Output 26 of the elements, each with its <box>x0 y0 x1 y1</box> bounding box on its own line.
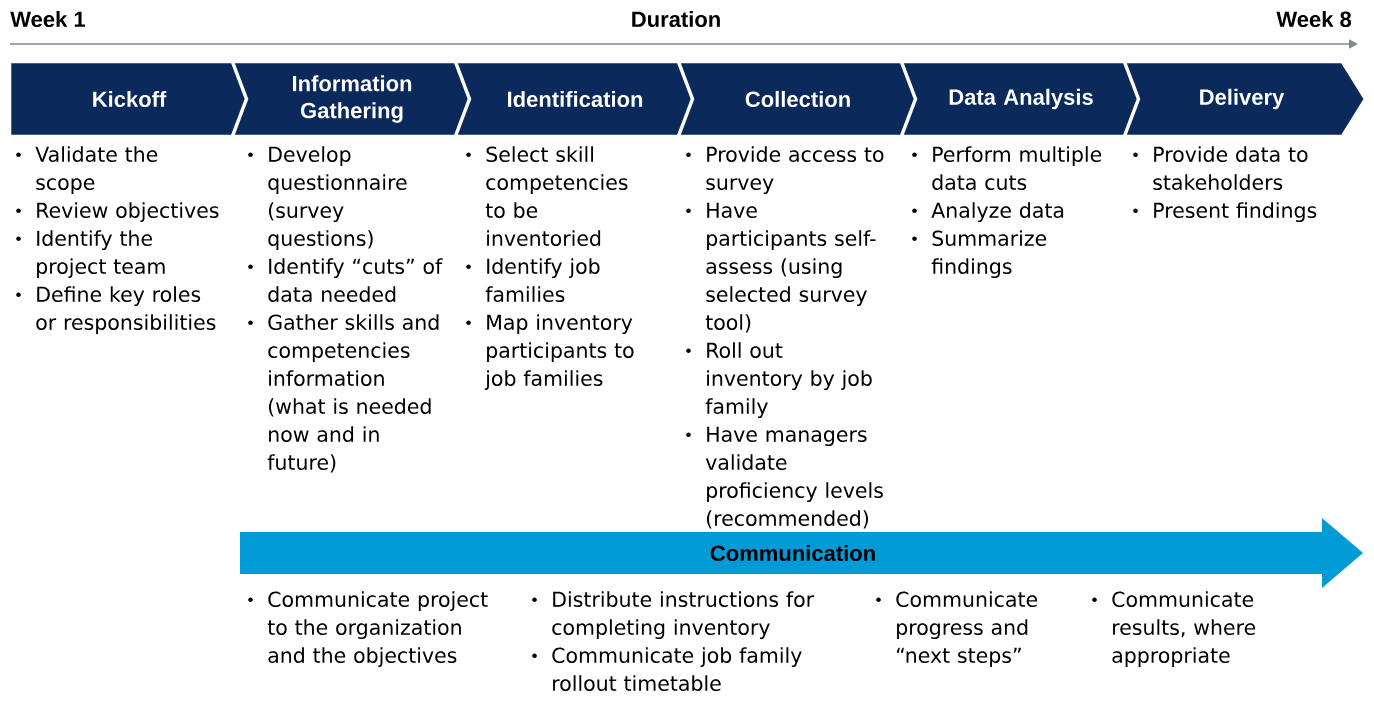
node-label: Validate the scope <box>35 146 158 195</box>
bullet-list: Develop questionnaire (survey questions) Identify “cuts” of data needed Gather skills and competencies information (what is needed now and in future) <box>248 146 443 473</box>
node-label: Delivery <box>1200 88 1285 110</box>
phase-banner: Collection <box>677 60 917 138</box>
phase-banner: Identification <box>454 60 694 138</box>
timeline-label: Week 8 <box>1276 10 1352 28</box>
bullet-list: Provide data to stakeholders Present findings <box>1133 146 1317 223</box>
node-label: Review objectives <box>37 202 219 223</box>
node-label: Roll out inventory by job family <box>705 342 872 419</box>
node-label: Have participants self-assess (using selected survey tool) <box>705 202 876 333</box>
bullet-list: Communicate progress and “next steps” <box>876 591 1038 668</box>
phase-banner: Kickoff <box>8 60 248 138</box>
node-label: Identify the project team <box>37 230 165 279</box>
timeline-label: Duration <box>632 10 720 28</box>
bullet-list: Select skill competencies to be inventoried Identify job families Map inventory participants to job families <box>466 146 634 391</box>
node-label: Provide access to survey <box>706 146 884 195</box>
timeline-label: Week 1 <box>10 10 85 28</box>
phase-banner: Data Analysis <box>900 60 1140 138</box>
bullet-list: Communicate results, where appropriate <box>1092 591 1256 668</box>
bullet-list: Communicate project to the organization and the objectives <box>248 591 488 668</box>
bullet-list: Perform multiple data cuts Analyze data Summarize findings <box>912 146 1102 279</box>
node-label: Define key roles or responsibilities <box>36 286 216 335</box>
phase-banner: Information Gathering <box>231 60 471 138</box>
bullet-list: Validate the scope Review objectives Identify the project team Define key roles or responsibilities <box>16 146 219 335</box>
bullet-list: Distribute instructions for completing inventory Communicate job family rollout timetable <box>532 591 815 692</box>
phase-banner: Delivery <box>1123 60 1367 138</box>
